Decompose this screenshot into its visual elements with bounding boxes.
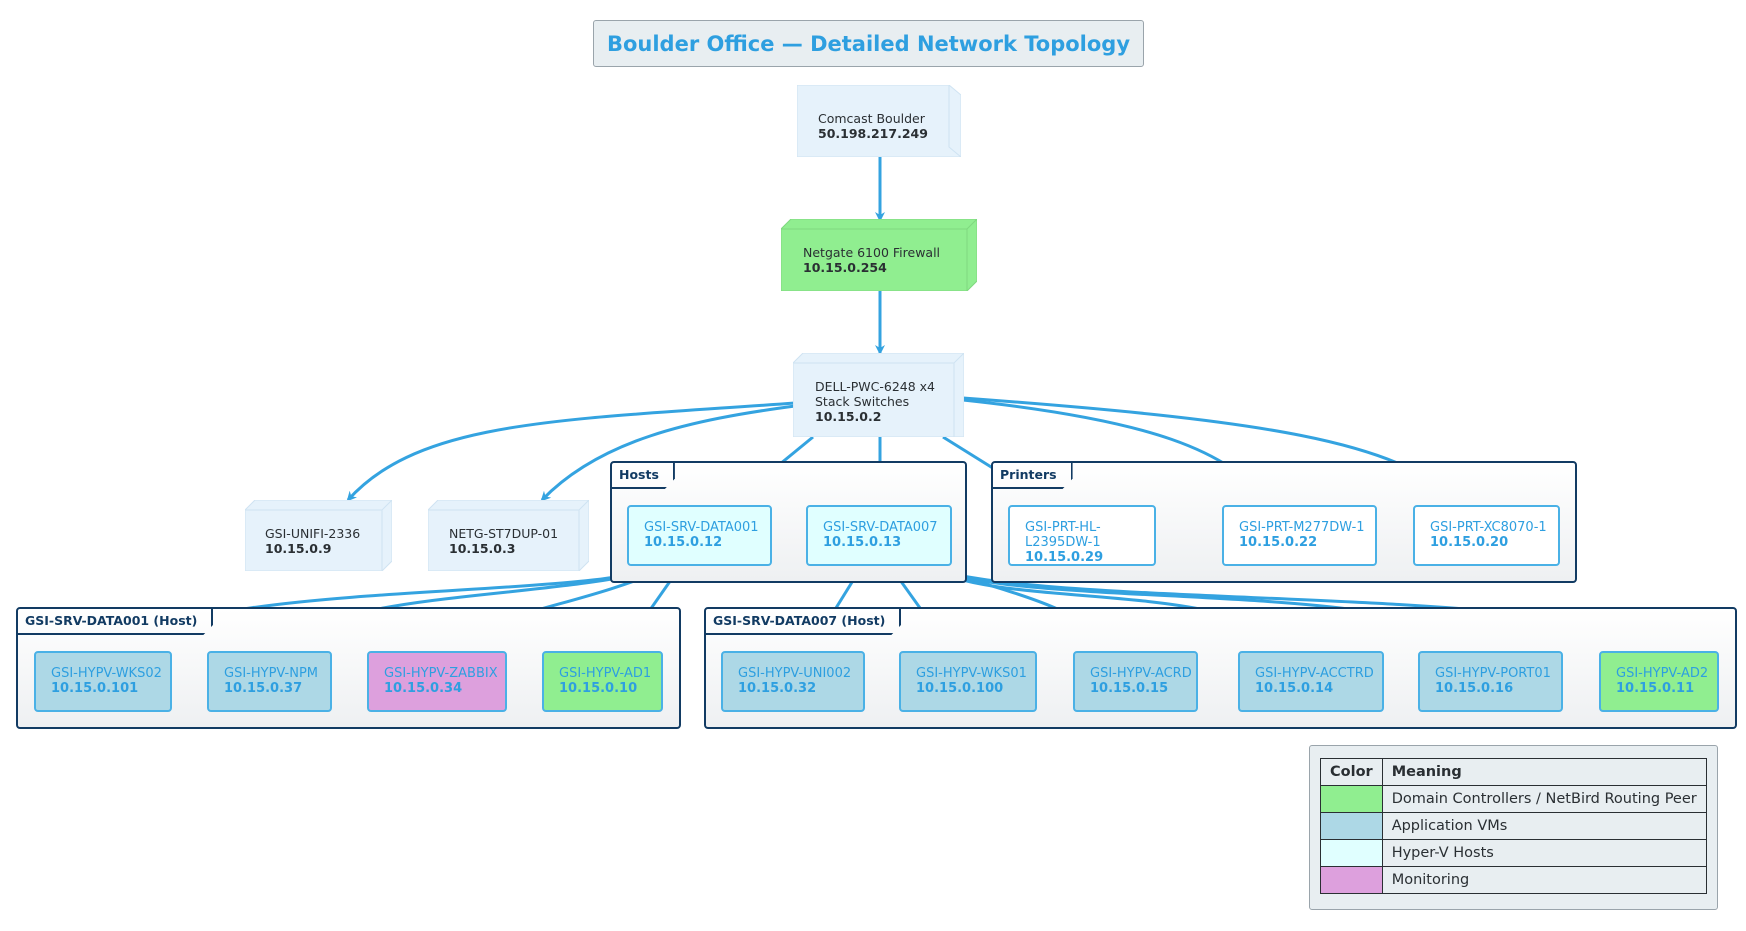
vm-acrd-name: GSI-HYPV-ACRD [1090,666,1192,681]
vm-npm-ip: 10.15.0.37 [224,681,303,696]
host-data001-ip: 10.15.0.12 [644,535,723,550]
core-switch-ip: 10.15.0.2 [815,409,882,424]
legend-swatch-monitoring [1320,866,1383,894]
host-data007-group: GSI-SRV-DATA007 (Host) [704,607,1737,729]
legend-swatch-application-vms [1320,812,1383,840]
vm-uni002-ip: 10.15.0.32 [738,681,817,696]
vm-uni002[interactable]: GSI-HYPV-UNI002 10.15.0.32 [721,651,865,712]
diagram-title: Boulder Office — Detailed Network Topolo… [593,20,1144,67]
core-switch-line2: Stack Switches [815,394,910,409]
vm-acrd-ip: 10.15.0.15 [1090,681,1169,696]
isp-name: Comcast Boulder [818,111,925,126]
printer-1-ip: 10.15.0.29 [1025,550,1104,565]
vm-port01-name: GSI-HYPV-PORT01 [1435,666,1551,681]
host-data007[interactable]: GSI-SRV-DATA007 10.15.0.13 [806,505,952,566]
printer-1-name: GSI-PRT-HL-L2395DW-1 [1025,520,1101,550]
vm-wks01[interactable]: GSI-HYPV-WKS01 10.15.0.100 [899,651,1037,712]
vm-uni002-name: GSI-HYPV-UNI002 [738,666,852,681]
vm-ad2-name: GSI-HYPV-AD2 [1616,666,1709,681]
firewall-name: Netgate 6100 Firewall [803,245,941,260]
switch-netg-name: NETG-ST7DUP-01 [449,526,559,541]
legend-header-color: Color [1320,758,1383,786]
legend-swatch-domain-controllers [1320,785,1383,813]
vm-acctrd-name: GSI-HYPV-ACCTRD [1255,666,1374,681]
legend-meaning: Application VMs [1381,812,1707,840]
vm-wks01-ip: 10.15.0.100 [916,681,1004,696]
printer-xc8070[interactable]: GSI-PRT-XC8070-1 10.15.0.20 [1413,505,1560,566]
printer-3-name: GSI-PRT-XC8070-1 [1430,520,1547,535]
printer-2-name: GSI-PRT-M277DW-1 [1239,520,1365,535]
host-data007-ip: 10.15.0.13 [823,535,902,550]
edge-switch-netg [540,404,796,502]
hosts-group-label: Hosts [612,463,675,489]
vm-wks02[interactable]: GSI-HYPV-WKS02 10.15.0.101 [34,651,172,712]
legend-header-meaning: Meaning [1381,758,1707,786]
core-switch-node: DELL-PWC-6248 x4 Stack Switches 10.15.0.… [793,353,964,437]
core-switch-line1: DELL-PWC-6248 x4 [815,379,936,394]
edge-switch-unifi [346,401,796,502]
host-data001-name: GSI-SRV-DATA001 [644,520,759,535]
host-data007-group-label: GSI-SRV-DATA007 (Host) [706,609,901,635]
legend-swatch-hyperv-hosts [1320,839,1383,867]
vm-ad1-ip: 10.15.0.10 [559,681,638,696]
vm-zabbix[interactable]: GSI-HYPV-ZABBIX 10.15.0.34 [367,651,507,712]
vm-acctrd[interactable]: GSI-HYPV-ACCTRD 10.15.0.14 [1238,651,1384,712]
vm-zabbix-name: GSI-HYPV-ZABBIX [384,666,498,681]
firewall-node: Netgate 6100 Firewall 10.15.0.254 [781,219,977,291]
vm-port01-ip: 10.15.0.16 [1435,681,1514,696]
vm-npm-name: GSI-HYPV-NPM [224,666,319,681]
switch-unifi-ip: 10.15.0.9 [265,541,332,556]
vm-npm[interactable]: GSI-HYPV-NPM 10.15.0.37 [207,651,332,712]
switch-netg-ip: 10.15.0.3 [449,541,516,556]
printer-2-ip: 10.15.0.22 [1239,535,1318,550]
vm-ad1-name: GSI-HYPV-AD1 [559,666,652,681]
legend: Color Meaning Domain Controllers / NetBi… [1309,745,1718,910]
printer-3-ip: 10.15.0.20 [1430,535,1509,550]
legend-table: Color Meaning Domain Controllers / NetBi… [1320,758,1707,894]
printer-m277dw[interactable]: GSI-PRT-M277DW-1 10.15.0.22 [1222,505,1377,566]
host-data001[interactable]: GSI-SRV-DATA001 10.15.0.12 [627,505,772,566]
host-data001-group-label: GSI-SRV-DATA001 (Host) [18,609,213,635]
isp-node: Comcast Boulder 50.198.217.249 [797,85,961,157]
vm-zabbix-ip: 10.15.0.34 [384,681,463,696]
switch-unifi-node: GSI-UNIFI-2336 10.15.0.9 [245,500,392,571]
vm-ad1[interactable]: GSI-HYPV-AD1 10.15.0.10 [542,651,663,712]
vm-wks02-name: GSI-HYPV-WKS02 [51,666,162,681]
vm-acrd[interactable]: GSI-HYPV-ACRD 10.15.0.15 [1073,651,1198,712]
printer-hl-l2395dw[interactable]: GSI-PRT-HL-L2395DW-1 10.15.0.29 [1008,505,1156,566]
vm-port01[interactable]: GSI-HYPV-PORT01 10.15.0.16 [1418,651,1563,712]
vm-ad2[interactable]: GSI-HYPV-AD2 10.15.0.11 [1599,651,1719,712]
isp-ip: 50.198.217.249 [818,126,928,141]
legend-meaning: Hyper-V Hosts [1381,839,1707,867]
vm-wks02-ip: 10.15.0.101 [51,681,139,696]
legend-meaning: Monitoring [1381,866,1707,894]
switch-netg-node: NETG-ST7DUP-01 10.15.0.3 [428,500,589,571]
host-data007-name: GSI-SRV-DATA007 [823,520,938,535]
vm-acctrd-ip: 10.15.0.14 [1255,681,1334,696]
vm-wks01-name: GSI-HYPV-WKS01 [916,666,1027,681]
legend-meaning: Domain Controllers / NetBird Routing Pee… [1381,785,1707,813]
switch-unifi-name: GSI-UNIFI-2336 [265,526,361,541]
printers-group-label: Printers [993,463,1073,489]
vm-ad2-ip: 10.15.0.11 [1616,681,1695,696]
firewall-ip: 10.15.0.254 [803,260,887,275]
